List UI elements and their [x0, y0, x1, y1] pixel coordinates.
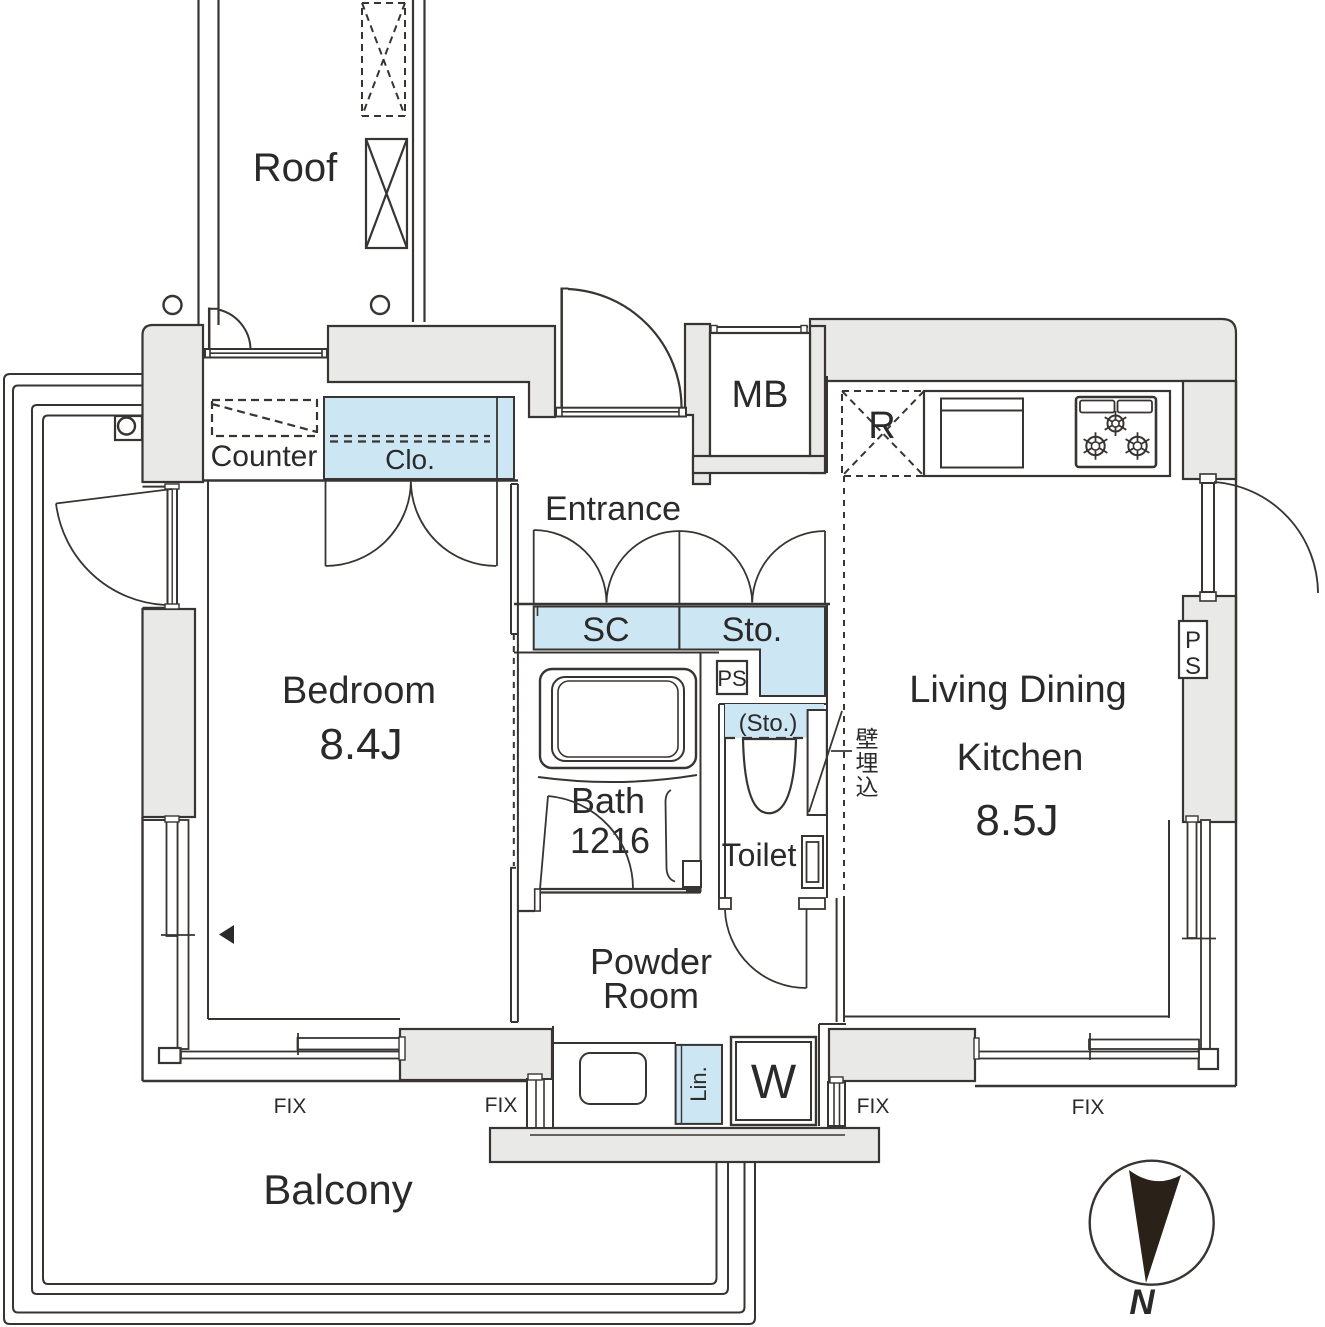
svg-text:Balcony: Balcony	[263, 1166, 412, 1213]
svg-text:Clo.: Clo.	[385, 444, 435, 475]
svg-text:Bath: Bath	[571, 780, 645, 821]
svg-text:S: S	[1185, 653, 1201, 680]
svg-text:Kitchen: Kitchen	[957, 737, 1084, 779]
svg-text:FIX: FIX	[1072, 1096, 1105, 1119]
svg-text:FIX: FIX	[857, 1095, 890, 1118]
svg-text:N: N	[1129, 1283, 1155, 1322]
svg-text:SC: SC	[582, 611, 629, 649]
svg-text:8.4J: 8.4J	[319, 720, 402, 769]
svg-text:Sto.: Sto.	[722, 611, 782, 649]
svg-text:FIX: FIX	[485, 1094, 518, 1117]
svg-text:Bedroom: Bedroom	[282, 670, 436, 712]
svg-text:8.5J: 8.5J	[975, 796, 1058, 845]
svg-text:Toilet: Toilet	[722, 837, 797, 873]
svg-text:W: W	[751, 1056, 797, 1109]
svg-text:(Sto.): (Sto.)	[739, 710, 798, 737]
svg-text:MB: MB	[732, 374, 789, 416]
svg-text:P: P	[1185, 627, 1201, 654]
svg-text:込: 込	[856, 774, 879, 800]
svg-text:Roof: Roof	[253, 146, 338, 190]
svg-text:Living Dining: Living Dining	[909, 669, 1127, 711]
svg-text:Room: Room	[603, 975, 699, 1016]
svg-text:壁: 壁	[856, 726, 879, 752]
svg-text:Powder: Powder	[590, 941, 712, 982]
svg-text:PS: PS	[717, 666, 746, 691]
svg-text:Lin.: Lin.	[686, 1066, 711, 1101]
svg-text:Entrance: Entrance	[545, 490, 681, 528]
svg-text:埋: 埋	[856, 750, 879, 776]
svg-text:R: R	[868, 405, 895, 447]
svg-text:Counter: Counter	[211, 440, 318, 473]
svg-text:FIX: FIX	[274, 1095, 307, 1118]
